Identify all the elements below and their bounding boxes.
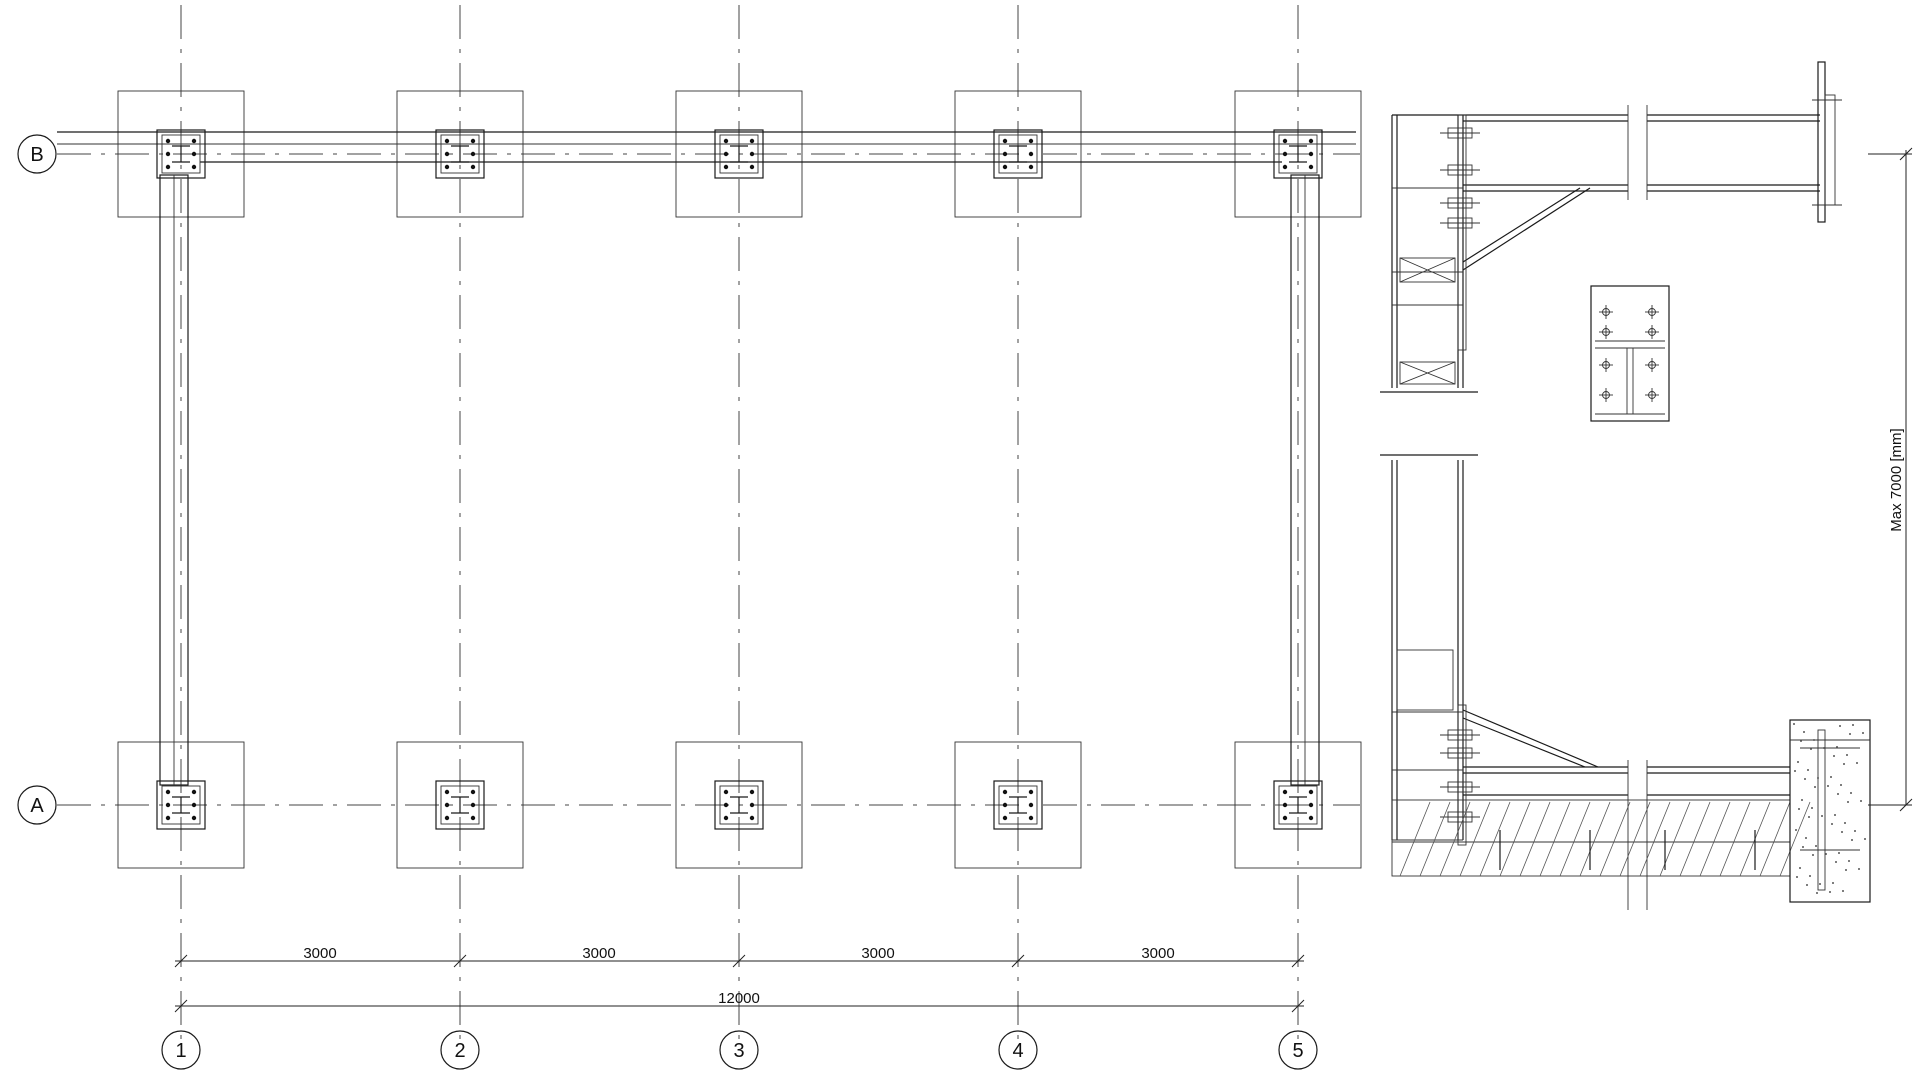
column-base-plate (714, 129, 764, 179)
column-base-plate (993, 780, 1043, 830)
grid-label-2: 2 (454, 1040, 465, 1062)
dimension-height-label: Max 7000 [mm] (1888, 428, 1905, 531)
grid-bubble-b: B (17, 134, 57, 174)
grid-label-b: B (30, 144, 43, 166)
grid-label-4: 4 (1012, 1040, 1023, 1062)
dimension-spans: 3000 3000 3000 3000 (174, 945, 1305, 968)
column-base-plate (1273, 780, 1323, 830)
section-beam-upper (1462, 61, 1842, 271)
plan-view: B A 1 2 3 4 5 (17, 5, 1362, 1070)
column-base-plate (993, 129, 1043, 179)
plate-bolt (1599, 325, 1613, 339)
grid-bubble-a: A (17, 785, 57, 825)
dimension-height: Max 7000 [mm] (1868, 147, 1913, 812)
dimension-span-4: 3000 (1141, 945, 1174, 962)
section-beam-lower (1440, 704, 1790, 910)
footings-row-a (117, 741, 1362, 869)
plate-bolt (1599, 358, 1613, 372)
grid-bubble-4: 4 (998, 1030, 1038, 1070)
column-base-plate (156, 129, 206, 179)
dimension-span-1: 3000 (303, 945, 336, 962)
grid-label-1: 1 (175, 1040, 186, 1062)
dimension-total-label: 12000 (718, 990, 760, 1007)
concrete-wall (1789, 719, 1871, 903)
beam-row-b (57, 131, 1356, 163)
column-base-plate (1273, 129, 1323, 179)
grid-bubble-2: 2 (440, 1030, 480, 1070)
side-beams (159, 174, 1320, 786)
floor-slab (1391, 799, 1811, 877)
grid-label-3: 3 (733, 1040, 744, 1062)
end-plate-detail (1590, 285, 1670, 422)
grid-axes-horizontal (57, 153, 1360, 806)
section-column-upper (1380, 114, 1478, 393)
grid-bubble-3: 3 (719, 1030, 759, 1070)
grid-label-5: 5 (1292, 1040, 1303, 1062)
column-base-plate (435, 129, 485, 179)
column-base-plate (714, 780, 764, 830)
plate-bolt (1645, 388, 1659, 402)
plate-bolt (1645, 358, 1659, 372)
grid-label-a: A (30, 795, 44, 817)
plate-bolt (1599, 388, 1613, 402)
plate-bolt (1599, 305, 1613, 319)
dimension-span-3: 3000 (861, 945, 894, 962)
dimension-span-2: 3000 (582, 945, 615, 962)
column-base-plate (435, 780, 485, 830)
column-base-plate (156, 780, 206, 830)
plate-bolt (1645, 305, 1659, 319)
plate-bolt (1645, 325, 1659, 339)
grid-bubble-1: 1 (161, 1030, 201, 1070)
section-view: Max 7000 [mm] (1380, 61, 1913, 910)
dimension-total: 12000 (174, 990, 1305, 1013)
column-base-plates (156, 129, 1323, 830)
grid-bubble-5: 5 (1278, 1030, 1318, 1070)
grid-bubbles: B A 1 2 3 4 5 (17, 134, 1318, 1070)
footings-row-b (117, 90, 1362, 218)
section-bolts-upper (1440, 114, 1480, 351)
